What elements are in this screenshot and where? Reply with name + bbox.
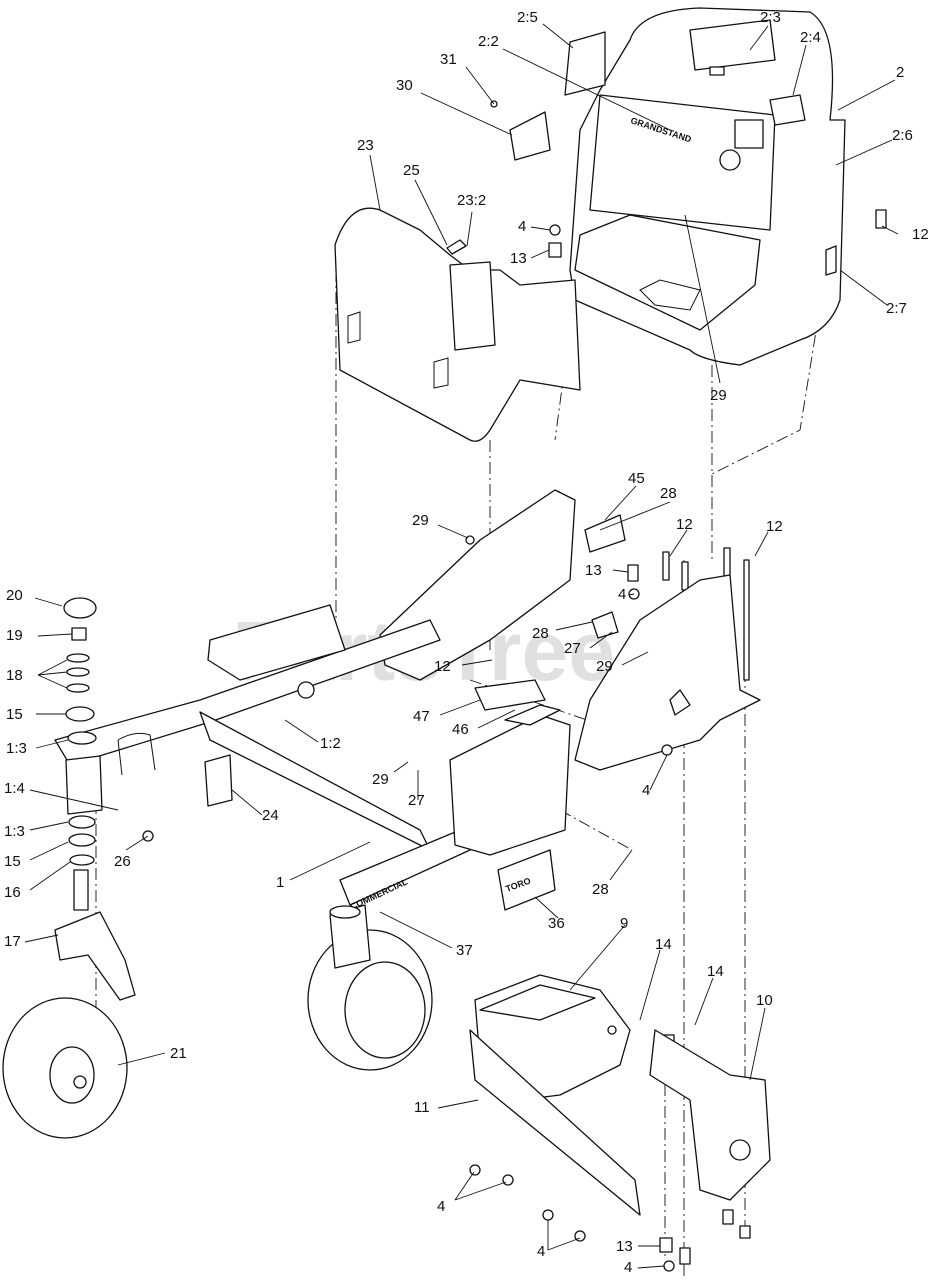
callout-2-2: 2:2 (478, 33, 499, 50)
callout-4: 4 (518, 218, 526, 235)
right-caster-wheel (307, 904, 433, 1071)
callout-23: 23 (357, 137, 374, 154)
callout-13: 13 (616, 1238, 633, 1255)
callout-47: 47 (413, 708, 430, 725)
callout-14: 14 (655, 936, 672, 953)
callout-9: 9 (620, 915, 628, 932)
rear-shroud (334, 207, 581, 442)
callout-45: 45 (628, 470, 645, 487)
callout-21: 21 (170, 1045, 187, 1062)
callout-labels: 2:5 2:3 2:2 2:4 2 31 30 2:6 23 25 23:2 4… (4, 9, 929, 1276)
callout-4: 4 (618, 586, 626, 603)
callout-4: 4 (624, 1259, 632, 1276)
callout-29: 29 (372, 771, 389, 788)
callout-27: 27 (564, 640, 581, 657)
callout-1-4: 1:4 (4, 780, 25, 797)
callout-27: 27 (408, 792, 425, 809)
callout-13: 13 (510, 250, 527, 267)
callout-2-6: 2:6 (892, 127, 913, 144)
callout-36: 36 (548, 915, 565, 932)
callout-28: 28 (660, 485, 677, 502)
callout-28: 28 (532, 625, 549, 642)
callout-17: 17 (4, 933, 21, 950)
callout-13: 13 (585, 562, 602, 579)
callout-16: 16 (4, 884, 21, 901)
bar-11 (469, 1029, 691, 1272)
callout-12: 12 (434, 658, 451, 675)
plate-46 (474, 679, 546, 711)
callout-28: 28 (592, 881, 609, 898)
callout-20: 20 (6, 587, 23, 604)
callout-10: 10 (756, 992, 773, 1009)
callout-37: 37 (456, 942, 473, 959)
toro-logo-plate: TORO (497, 849, 556, 911)
bracket-30 (490, 100, 551, 161)
callout-1-2: 1:2 (320, 735, 341, 752)
callout-2: 2 (896, 64, 904, 81)
left-caster-assembly (2, 597, 136, 1139)
right-bracket (574, 574, 761, 771)
callout-4: 4 (437, 1198, 445, 1215)
callout-31: 31 (440, 51, 457, 68)
callout-2-3: 2:3 (760, 9, 781, 26)
callout-2-4: 2:4 (800, 29, 821, 46)
callout-15: 15 (4, 853, 21, 870)
callout-2-7: 2:7 (886, 300, 907, 317)
callout-18: 18 (6, 667, 23, 684)
callout-1-3: 1:3 (6, 740, 27, 757)
callout-29: 29 (710, 387, 727, 404)
callout-26: 26 (114, 853, 131, 870)
callout-2-5: 2:5 (517, 9, 538, 26)
callout-24: 24 (262, 807, 279, 824)
callout-29: 29 (596, 658, 613, 675)
callout-1: 1 (276, 874, 284, 891)
leader-lines (24, 23, 899, 1269)
callout-11: 11 (414, 1099, 430, 1116)
callout-12: 12 (912, 226, 929, 243)
callout-14: 14 (707, 963, 724, 980)
callout-15: 15 (6, 706, 23, 723)
callout-1-3: 1:3 (4, 823, 25, 840)
callout-19: 19 (6, 627, 23, 644)
callout-23-2: 23:2 (457, 192, 486, 209)
control-console: GRANDSTAND (569, 7, 846, 366)
callout-29: 29 (412, 512, 429, 529)
callout-46: 46 (452, 721, 469, 738)
callout-4: 4 (537, 1243, 545, 1260)
hardware-4-13-top (548, 209, 887, 276)
callout-25: 25 (403, 162, 420, 179)
callout-12: 12 (676, 516, 693, 533)
bracket-10 (649, 1029, 771, 1239)
callout-30: 30 (396, 77, 413, 94)
callout-12: 12 (766, 518, 783, 535)
decal-2-5 (564, 31, 606, 96)
callout-4: 4 (642, 782, 650, 799)
